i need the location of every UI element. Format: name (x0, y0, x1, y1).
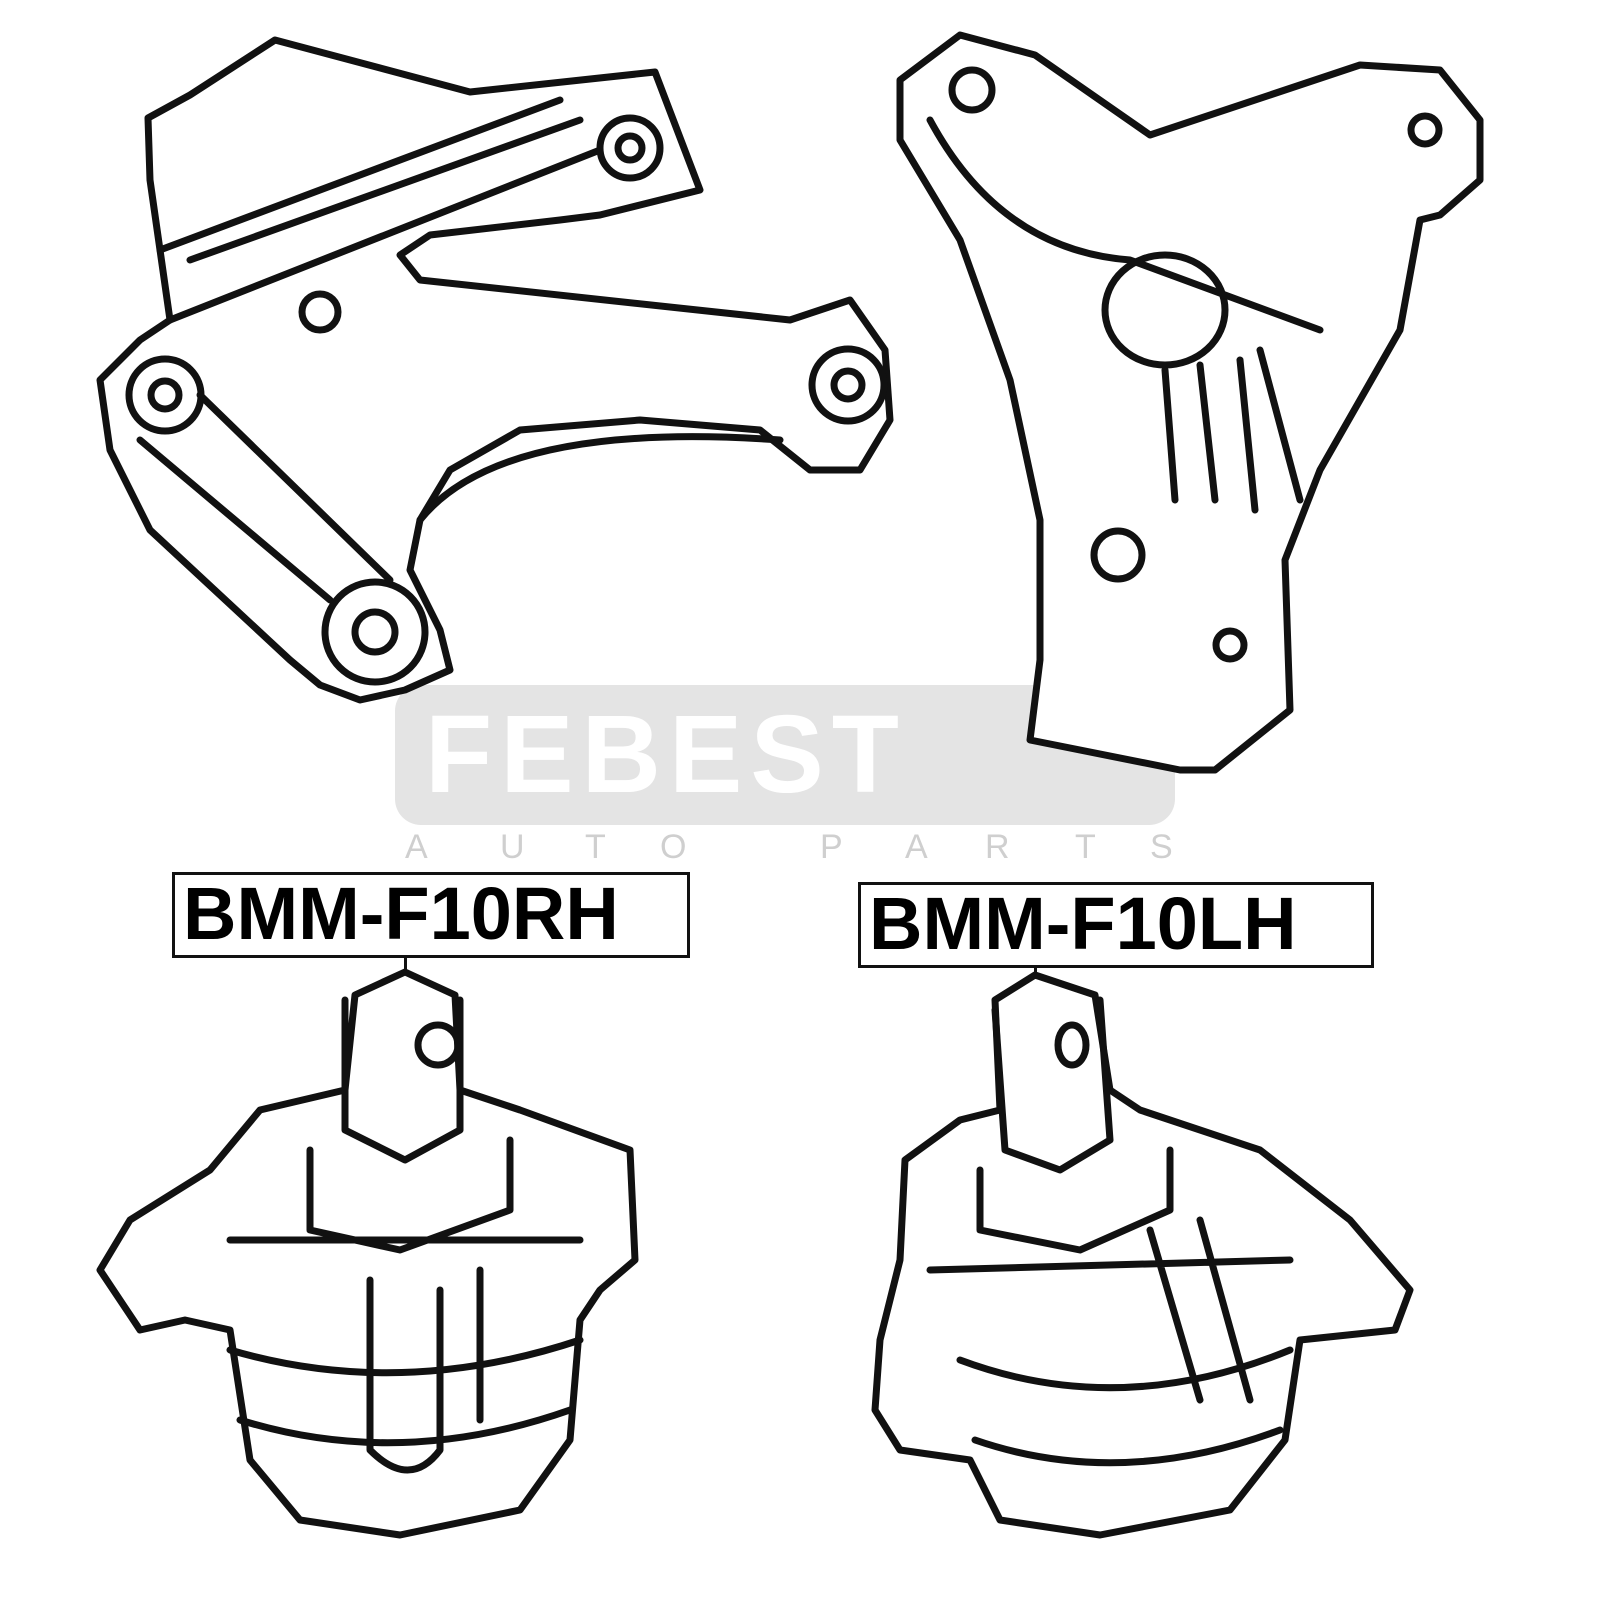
part-label-rh: BMM-F10RH (172, 872, 690, 958)
watermark-brand: FEBEST (425, 693, 907, 816)
rh-bracket-drawing (96, 36, 894, 704)
watermark-letter: R (985, 828, 1010, 866)
rh-mount-drawing (96, 968, 639, 1539)
watermark-letter: U (500, 828, 525, 866)
watermark-letter: A (405, 828, 428, 866)
leader-line-rh (404, 958, 407, 974)
watermark-letter: O (660, 828, 687, 866)
watermark-letter: T (1075, 828, 1096, 866)
watermark-letter: A (905, 828, 928, 866)
watermark-letter: T (585, 828, 606, 866)
leader-line-lh (1034, 968, 1037, 978)
part-label-lh: BMM-F10LH (858, 882, 1374, 968)
watermark-letter: P (820, 828, 843, 866)
watermark-letter: S (1150, 828, 1173, 866)
lh-bracket-drawing (896, 31, 1484, 774)
lh-mount-drawing (871, 971, 1414, 1539)
